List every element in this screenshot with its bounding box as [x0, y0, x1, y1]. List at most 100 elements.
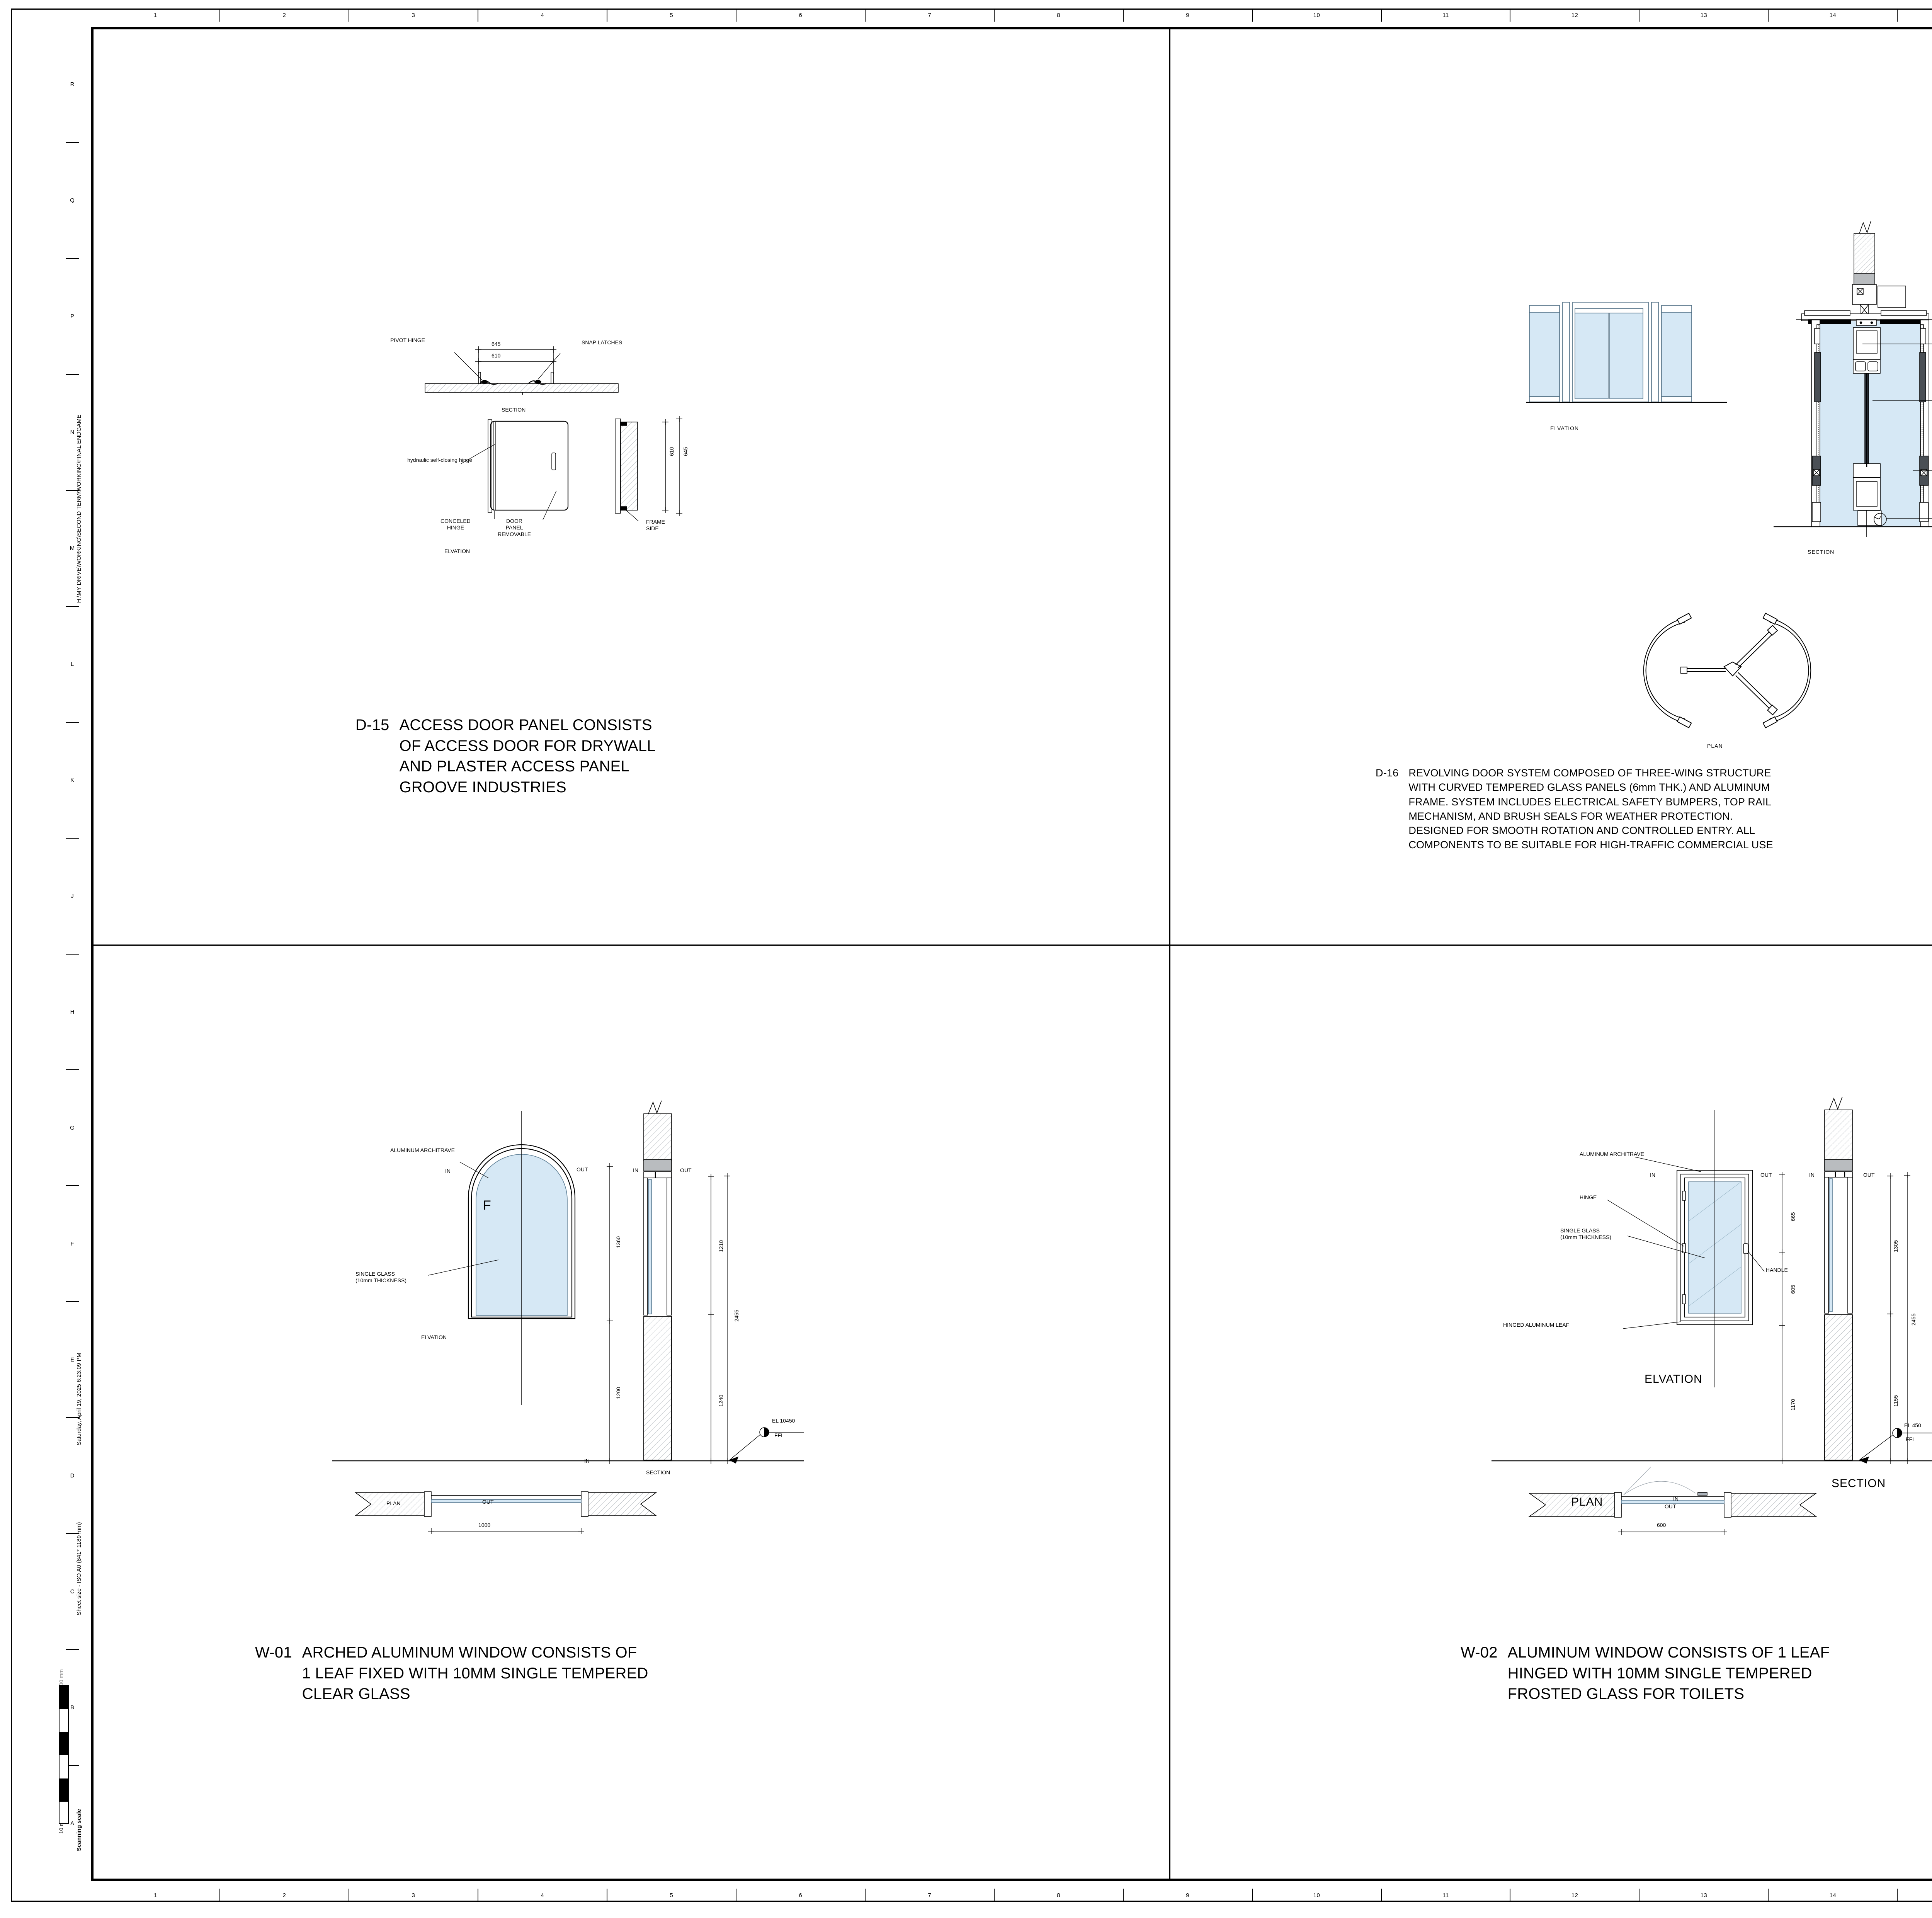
- w01-dim-2455: 2455: [733, 1309, 740, 1322]
- zone-marker: Q: [66, 143, 79, 259]
- w01-ffl-label: FFL: [774, 1432, 784, 1438]
- zone-marker: 5: [607, 9, 736, 22]
- detail-d15-drawing: [379, 309, 734, 572]
- d15-pivot-hinge-label: PIVOT HINGE: [390, 337, 425, 343]
- detail-w01-drawing: F: [332, 1082, 804, 1538]
- d15-dim-v645: 645: [682, 447, 689, 456]
- w01-in-label-elev: IN: [445, 1168, 451, 1174]
- zone-marker: B: [66, 1650, 79, 1766]
- w01-tag: W-01: [255, 1644, 292, 1661]
- zone-marker: 12: [1510, 9, 1640, 22]
- zone-marker: 1: [91, 1889, 220, 1902]
- detail-w02-drawing: [1492, 1082, 1932, 1538]
- d15-snap-latches-label: SNAP LATCHES: [582, 339, 622, 345]
- zone-marker: 15: [1898, 9, 1932, 22]
- w01-out-label-plan: OUT: [482, 1499, 494, 1505]
- zone-marker: L: [66, 607, 79, 723]
- w01-dim-1240: 1240: [718, 1394, 724, 1407]
- w02-architrave-label: ALUMINUM ARCHITRAVE: [1580, 1151, 1644, 1157]
- w02-out-label-plan: OUT: [1665, 1503, 1676, 1510]
- d15-dim-610: 610: [492, 352, 501, 359]
- w02-in-label-sec: IN: [1809, 1172, 1815, 1178]
- w02-dim-1155: 1155: [1893, 1395, 1899, 1407]
- zone-marker: 11: [1382, 1889, 1511, 1902]
- zone-marker: F: [66, 1186, 79, 1302]
- scanning-scale-bar: [59, 1685, 69, 1824]
- zone-marker: 6: [736, 1889, 866, 1902]
- d15-tag: D-15: [355, 716, 389, 734]
- zone-marker: N: [66, 375, 79, 491]
- zone-marker: E: [66, 1302, 79, 1418]
- margin-date: Saturday, April 19, 2025 6:23:09 PM: [76, 1353, 82, 1445]
- w02-section-label: SECTION: [1832, 1477, 1886, 1490]
- w01-out-label-sec: OUT: [680, 1167, 692, 1173]
- zone-marker: 10: [1253, 1889, 1382, 1902]
- w01-section-label: SECTION: [646, 1469, 670, 1476]
- w01-in-label-sec: IN: [633, 1167, 638, 1173]
- w01-dim-plan-1000: 1000: [478, 1522, 491, 1528]
- d15-hydraulic-hinge-label: hydraulic self-closing hinge: [407, 457, 473, 463]
- w02-dim-2455: 2455: [1910, 1313, 1917, 1326]
- w01-level-label: EL 10450: [772, 1418, 795, 1424]
- w02-hinged-leaf-label: HINGED ALUMINUM LEAF: [1503, 1322, 1570, 1328]
- zone-marker: 7: [866, 1889, 995, 1902]
- w01-single-glass-label: SINGLE GLASS (10mm THICKNESS): [355, 1271, 406, 1283]
- d16-plan-label: PLAN: [1707, 743, 1723, 749]
- zone-numbers-bottom: 1234567891011121314151617181920: [91, 1889, 1932, 1902]
- detail-d16-elevation: [1526, 294, 1727, 510]
- d15-elevation-label: ELVATION: [444, 548, 470, 554]
- w02-elevation-label: ELVATION: [1645, 1373, 1702, 1385]
- w02-out-label-elev: OUT: [1760, 1172, 1772, 1178]
- w01-dim-1360: 1360: [615, 1236, 621, 1248]
- scanning-scale-label: Scanning scale: [76, 1809, 82, 1851]
- margin-sheet-size: Sheet size - ISO A0 (841* 1189 mm): [76, 1522, 82, 1615]
- w02-in-label-elev: IN: [1650, 1172, 1655, 1178]
- w01-caption-text: ARCHED ALUMINUM WINDOW CONSISTS OF 1 LEA…: [302, 1644, 648, 1703]
- w02-hinge-label: HINGE: [1580, 1194, 1597, 1200]
- zone-marker: 2: [220, 1889, 349, 1902]
- w02-out-label-sec: OUT: [1863, 1172, 1875, 1178]
- zone-marker: J: [66, 839, 79, 955]
- zone-marker: 1: [91, 9, 220, 22]
- d15-dim-645: 645: [492, 341, 501, 347]
- zone-marker: 14: [1769, 1889, 1898, 1902]
- zone-marker: 9: [1124, 1889, 1253, 1902]
- zone-marker: 7: [866, 9, 995, 22]
- zone-marker: 9: [1124, 9, 1253, 22]
- zone-marker: P: [66, 259, 79, 375]
- zone-marker: 2: [220, 9, 349, 22]
- detail-d15-caption: D-15 ACCESS DOOR PANEL CONSISTS OF ACCES…: [355, 715, 935, 798]
- d15-conceled-hinge-label: CONCELED HINGE: [440, 518, 471, 531]
- w01-dim-1200: 1200: [615, 1387, 621, 1399]
- d16-tag: D-16: [1376, 767, 1399, 779]
- w02-tag: W-02: [1461, 1644, 1498, 1661]
- w01-elevation-label: ELVATION: [421, 1334, 447, 1340]
- zone-marker: 11: [1382, 9, 1511, 22]
- sheet-outer-border: [11, 9, 1932, 1902]
- w01-architrave-label: ALUMINUM ARCHITRAVE: [390, 1147, 455, 1153]
- w02-dim-1305: 1305: [1893, 1240, 1899, 1252]
- zone-marker: 3: [349, 1889, 478, 1902]
- w02-dim-1170: 1170: [1790, 1399, 1796, 1411]
- zone-marker: 14: [1769, 9, 1898, 22]
- w02-dim-665: 665: [1790, 1212, 1796, 1221]
- zone-marker: D: [66, 1418, 79, 1534]
- d15-door-panel-label: DOOR PANEL REMOVABLE: [498, 518, 531, 537]
- w02-handle-label: HANDLE: [1766, 1267, 1788, 1273]
- zone-numbers-top: 1234567891011121314151617181920: [91, 9, 1932, 22]
- margin-filepath: H:\MY DRIVE\WORKING\SECOND TERM\WORKING\…: [76, 414, 82, 603]
- d16-section-label: SECTION: [1808, 549, 1835, 555]
- w01-out-label-elev: OUT: [577, 1166, 588, 1173]
- quadrant-divider-horizontal: [91, 945, 1932, 946]
- detail-d16-plan: [1634, 607, 1820, 734]
- w02-in-label-plan: IN: [1673, 1496, 1679, 1502]
- d15-caption-text: ACCESS DOOR PANEL CONSISTS OF ACCESS DOO…: [399, 716, 656, 796]
- zone-marker: 4: [478, 9, 607, 22]
- w02-level-label: EL 450: [1904, 1422, 1921, 1428]
- detail-w02-caption: W-02 ALUMINUM WINDOW CONSISTS OF 1 LEAF …: [1461, 1642, 1932, 1705]
- zone-marker: K: [66, 723, 79, 839]
- w02-single-glass-label: SINGLE GLASS (10mm THICKNESS): [1560, 1227, 1611, 1240]
- zone-marker: 12: [1510, 1889, 1640, 1902]
